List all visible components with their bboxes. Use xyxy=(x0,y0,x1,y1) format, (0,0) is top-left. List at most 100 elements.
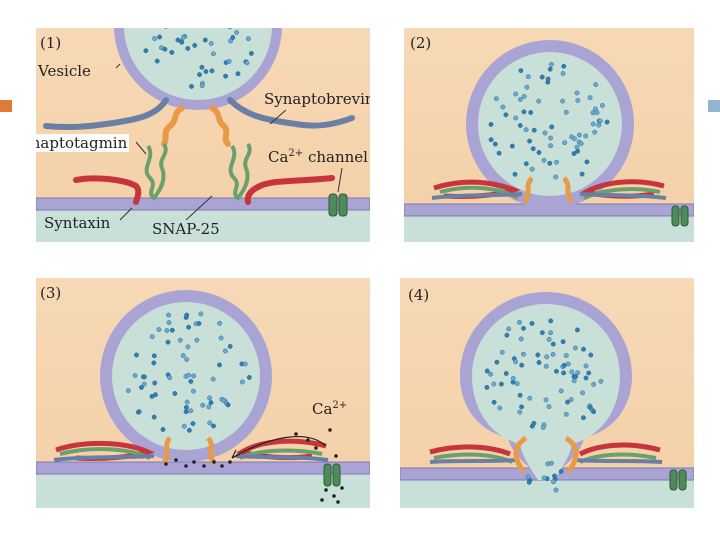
neurotransmitter-dot xyxy=(180,34,186,40)
panel-number: (4) xyxy=(408,286,430,304)
panel-3-drawing xyxy=(36,290,370,508)
snap25-right xyxy=(228,142,252,201)
neurotransmitter-dot xyxy=(523,127,529,133)
neurotransmitter-dot xyxy=(562,140,568,146)
orange-accent-square xyxy=(0,100,12,112)
neurotransmitter-dot xyxy=(543,363,549,369)
neurotransmitter-dot xyxy=(199,64,205,70)
neurotransmitter-dot xyxy=(565,361,571,367)
neurotransmitter-dot xyxy=(563,411,569,417)
neurotransmitter-dot xyxy=(149,394,155,399)
neurotransmitter-dot xyxy=(186,427,192,433)
neurotransmitter-dot xyxy=(494,96,499,102)
neurotransmitter-dot xyxy=(588,352,594,358)
neurotransmitter-dot xyxy=(222,348,228,354)
neurotransmitter-dot xyxy=(169,327,175,333)
neurotransmitter-dot xyxy=(227,28,232,30)
neurotransmitter-dot xyxy=(558,468,564,474)
neurotransmitter-dot xyxy=(185,344,191,350)
neurotransmitter-dot xyxy=(590,121,596,127)
neurotransmitter-dot xyxy=(535,352,541,358)
neurotransmitter-dot xyxy=(524,84,530,90)
neurotransmitter-dot xyxy=(186,324,192,330)
synaptobrevin-label: Synaptobrevin xyxy=(264,90,370,108)
neurotransmitter-dot xyxy=(541,157,547,163)
neurotransmitter-dot xyxy=(141,374,146,380)
neurotransmitter-dot xyxy=(503,112,509,118)
neurotransmitter-dot xyxy=(488,371,494,377)
neurotransmitter-dot xyxy=(166,312,172,318)
neurotransmitter-dot xyxy=(190,421,196,427)
neurotransmitter-dot xyxy=(546,337,552,342)
panel-4-drawing xyxy=(400,292,694,508)
ca-channel-label: Ca2+ channel xyxy=(268,148,368,166)
neurotransmitter-dot xyxy=(125,388,131,394)
neurotransmitter-dot xyxy=(164,328,170,333)
neurotransmitter-dot xyxy=(571,378,577,384)
neurotransmitter-dot xyxy=(234,30,240,35)
synaptotagmin-right xyxy=(206,436,216,464)
neurotransmitter-dot xyxy=(488,137,494,143)
neurotransmitter-dot xyxy=(151,360,157,366)
neurotransmitter-dot xyxy=(183,409,189,415)
neurotransmitter-dot xyxy=(536,360,542,365)
neurotransmitter-dot xyxy=(184,399,190,405)
neurotransmitter-dot xyxy=(160,427,166,432)
panel-number: (3) xyxy=(40,284,62,302)
neurotransmitter-dot xyxy=(587,95,593,101)
panel-2-docked: (2) xyxy=(404,28,694,242)
neurotransmitter-dot xyxy=(579,171,585,177)
synaptobrevin-right xyxy=(575,458,663,464)
synaptotagmin-right xyxy=(564,435,579,474)
neurotransmitter-dot xyxy=(561,63,567,69)
synaptotagmin-left xyxy=(161,105,185,147)
neurotransmitter-dot xyxy=(223,73,229,79)
neurotransmitter-dot xyxy=(207,395,213,401)
neurotransmitter-dot xyxy=(209,68,215,74)
neurotransmitter-dot xyxy=(527,138,533,144)
neurotransmitter-dot xyxy=(575,98,581,103)
neurotransmitter-dot xyxy=(526,479,532,485)
neurotransmitter-dot xyxy=(200,402,206,408)
synaptotagmin-right xyxy=(562,176,574,204)
neurotransmitter-dot xyxy=(513,115,519,121)
neurotransmitter-dots xyxy=(143,28,254,89)
neurotransmitter-dot xyxy=(169,49,175,55)
neurotransmitter-dot xyxy=(553,487,559,493)
neurotransmitter-dot xyxy=(574,90,580,96)
neurotransmitter-dot xyxy=(499,349,505,355)
snap25-label: SNAP-25 xyxy=(152,220,220,238)
ca-channel xyxy=(671,205,680,227)
neurotransmitter-dot xyxy=(513,359,519,365)
neurotransmitter-dot xyxy=(518,336,524,342)
syntaxin-left xyxy=(429,444,511,457)
neurotransmitter-dot xyxy=(529,321,535,326)
neurotransmitter-dot xyxy=(149,334,155,340)
neurotransmitter-dot xyxy=(592,129,598,135)
neurotransmitter-dot xyxy=(513,91,519,97)
neurotransmitter-dot xyxy=(488,122,494,127)
neurotransmitter-dot xyxy=(583,375,589,381)
neurotransmitter-dot xyxy=(550,341,556,347)
synaptobrevin-left xyxy=(431,192,523,200)
synaptotagmin-left xyxy=(162,436,172,464)
neurotransmitter-dot xyxy=(180,353,186,359)
neurotransmitter-dot xyxy=(529,166,535,172)
neurotransmitter-dot xyxy=(521,326,526,331)
neurotransmitter-dot xyxy=(540,425,546,430)
neurotransmitter-dot xyxy=(539,74,545,80)
panel-4-fusion: (4) xyxy=(400,278,694,508)
neurotransmitter-dot xyxy=(519,404,525,410)
neurotransmitter-dot xyxy=(179,39,185,45)
neurotransmitter-dot xyxy=(197,72,202,77)
neurotransmitter-dot xyxy=(547,66,553,72)
neurotransmitter-dot xyxy=(536,98,542,104)
neurotransmitter-dot xyxy=(518,97,523,102)
neurotransmitter-dot xyxy=(581,346,586,352)
neurotransmitter-dot xyxy=(553,174,559,180)
panel-1-separated: (1) Vesicle Synaptobrevin Synaptotagmin … xyxy=(36,28,370,242)
neurotransmitter-dot xyxy=(175,37,181,43)
neurotransmitter-dot xyxy=(541,475,547,481)
neurotransmitter-dot xyxy=(207,420,213,426)
neurotransmitter-dot xyxy=(519,362,525,368)
